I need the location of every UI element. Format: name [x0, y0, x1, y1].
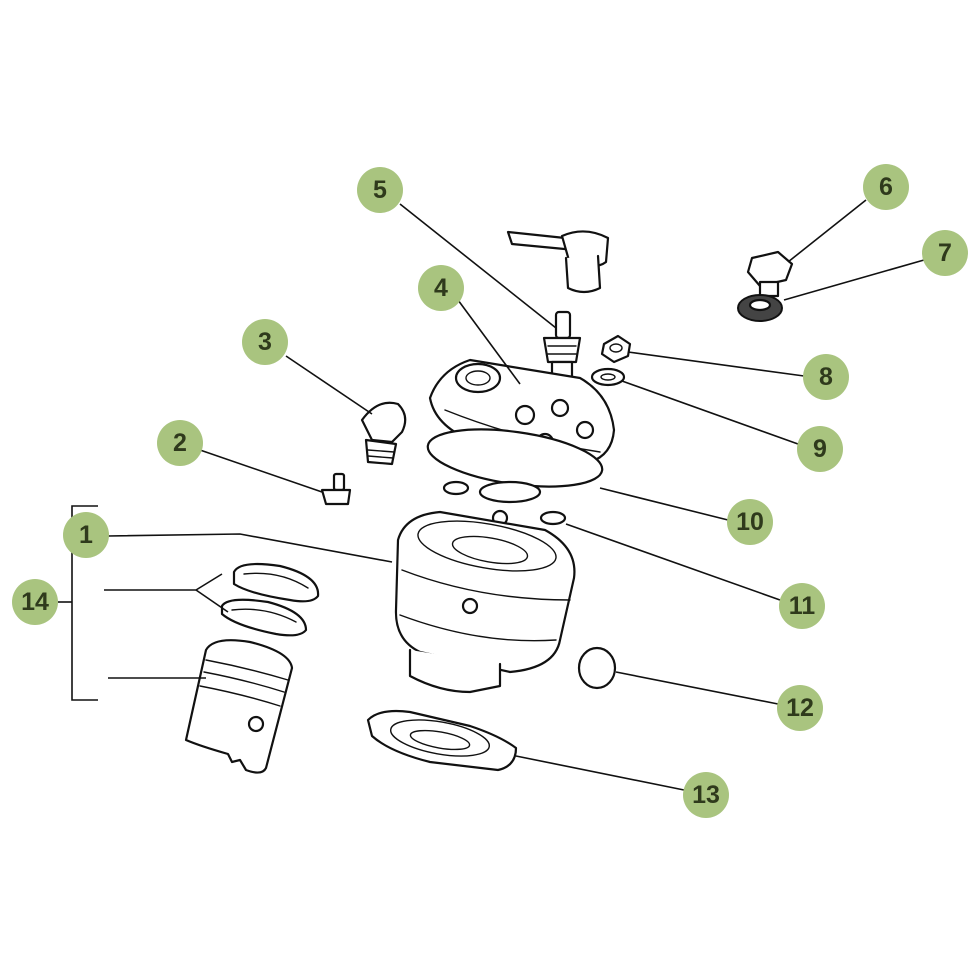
- callout-10[interactable]: 10: [727, 499, 773, 545]
- piston-rings: [220, 562, 320, 637]
- o-ring: [577, 646, 617, 690]
- leader-4: [457, 299, 521, 385]
- callout-13[interactable]: 13: [683, 772, 729, 818]
- drain-bolt: [746, 250, 794, 298]
- callout-label: 8: [819, 363, 833, 391]
- callout-label: 9: [813, 435, 827, 463]
- callout-label: 4: [434, 274, 448, 302]
- callout-8[interactable]: 8: [803, 354, 849, 400]
- spark-plug: [542, 310, 582, 380]
- callout-label: 10: [736, 508, 764, 536]
- cylinder-barrel: [394, 510, 576, 694]
- leader-13: [515, 755, 685, 791]
- callout-label: 1: [79, 521, 93, 549]
- callout-1[interactable]: 1: [63, 512, 109, 558]
- head-washer: [590, 367, 626, 387]
- callout-label: 6: [879, 173, 893, 201]
- callout-12[interactable]: 12: [777, 685, 823, 731]
- leader-12: [615, 671, 779, 705]
- callout-label: 11: [789, 592, 816, 620]
- small-o-rings: [442, 480, 567, 527]
- spark-plug-cap: [506, 230, 610, 294]
- callout-2[interactable]: 2: [157, 420, 203, 466]
- callout-3[interactable]: 3: [242, 319, 288, 365]
- leader-9: [621, 380, 799, 445]
- callout-label: 3: [258, 328, 272, 356]
- leader-11: [565, 523, 781, 601]
- callout-label: 12: [786, 694, 814, 722]
- callout-9[interactable]: 9: [797, 426, 843, 472]
- leader-7: [783, 259, 925, 301]
- head-nut: [600, 334, 632, 364]
- leader-6: [787, 199, 867, 263]
- callout-label: 13: [692, 781, 720, 809]
- callout-11[interactable]: 11: [779, 583, 825, 629]
- callout-14[interactable]: 14: [12, 579, 58, 625]
- callout-4[interactable]: 4: [418, 265, 464, 311]
- leader-lines: [58, 199, 925, 791]
- washer-large: [737, 294, 783, 322]
- leader-8: [627, 351, 805, 377]
- callout-label: 2: [173, 429, 187, 457]
- callout-7[interactable]: 7: [922, 230, 968, 276]
- leader-1: [107, 533, 393, 563]
- leader-5: [399, 203, 557, 329]
- leader-14-rings-2: [195, 589, 229, 613]
- callout-label: 5: [373, 176, 387, 204]
- bleed-screw: [320, 472, 352, 506]
- callout-label: 14: [21, 588, 49, 616]
- leader-10: [599, 487, 729, 521]
- callout-5[interactable]: 5: [357, 167, 403, 213]
- callout-label: 7: [938, 239, 952, 267]
- leader-14-rings: [104, 573, 223, 591]
- bracket-14: [71, 505, 98, 701]
- callout-6[interactable]: 6: [863, 164, 909, 210]
- leader-3: [285, 355, 373, 415]
- base-gasket: [366, 709, 518, 772]
- thermostat-housing: [360, 401, 407, 466]
- leader-2: [199, 449, 323, 493]
- piston: [184, 639, 294, 774]
